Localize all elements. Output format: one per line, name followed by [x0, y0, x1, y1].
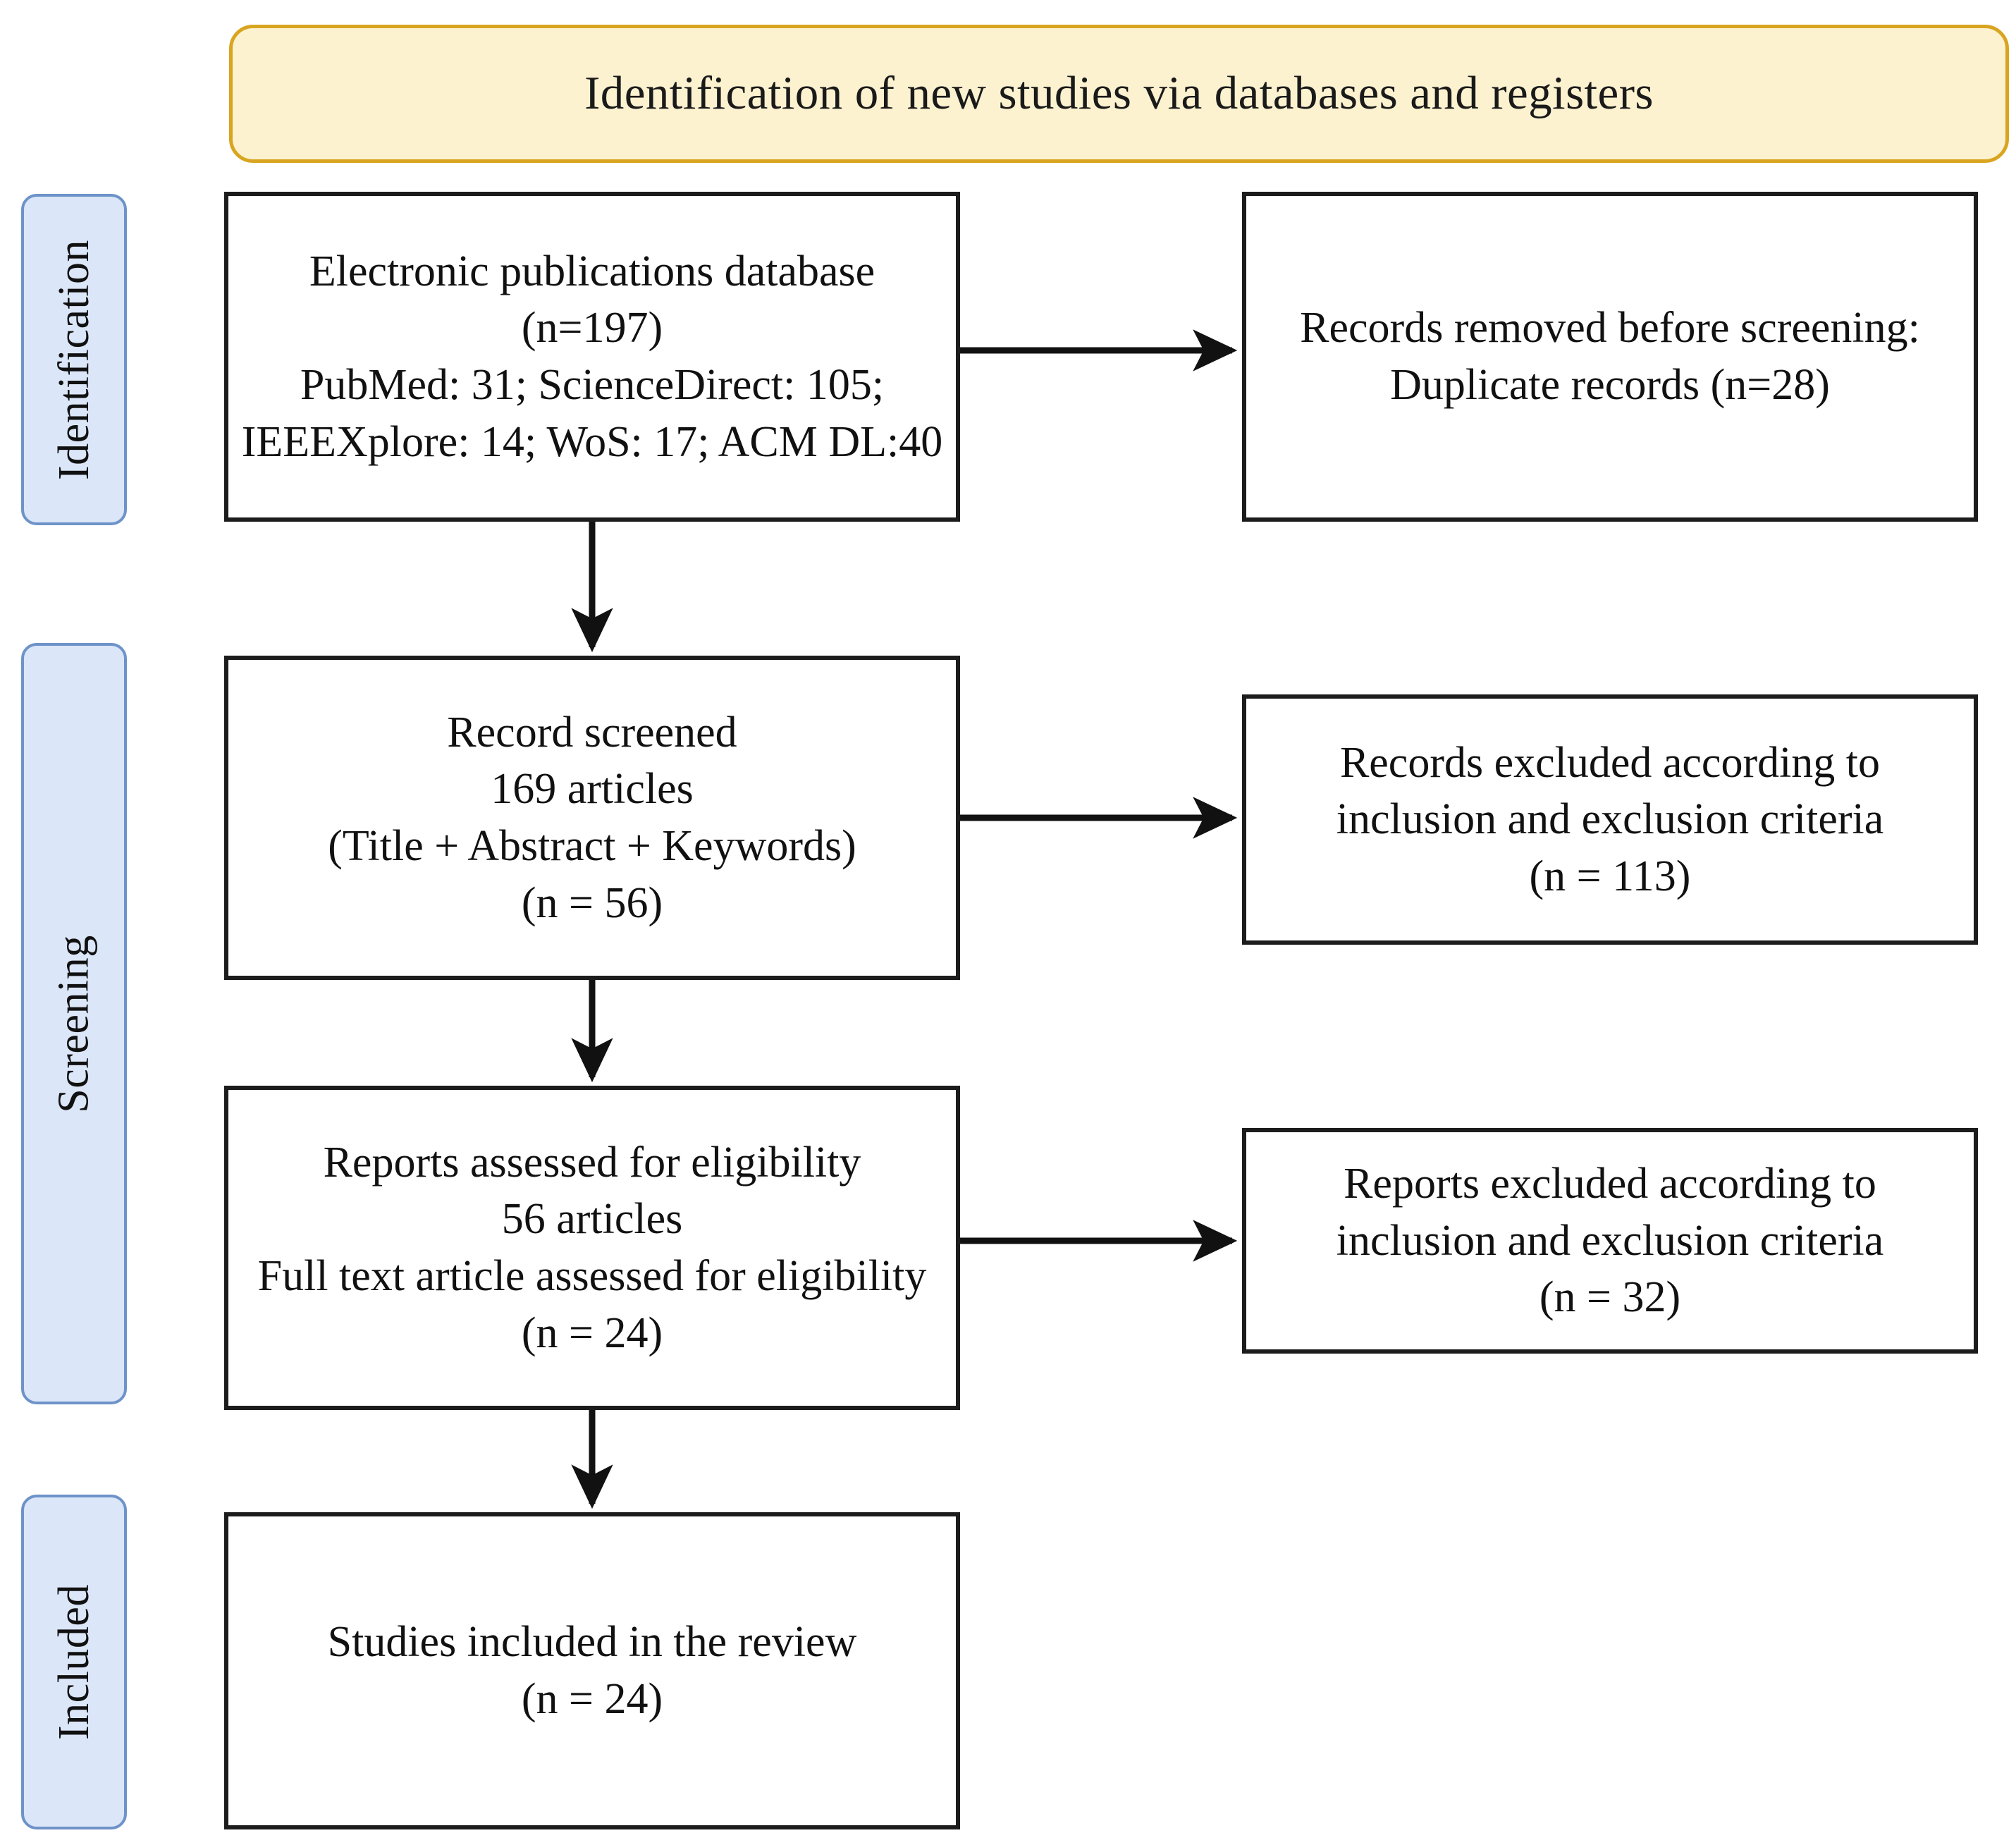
- box-records-excluded-text: Records excluded according to inclusion …: [1336, 738, 1884, 900]
- box-studies-included: Studies included in the review (n = 24): [224, 1512, 960, 1829]
- box-records-screened: Record screened 169 articles (Title + Ab…: [224, 656, 960, 980]
- banner-title: Identification of new studies via databa…: [584, 67, 1654, 120]
- stage-label-identification: Identification: [21, 194, 127, 525]
- stage-label-screening-text: Screening: [49, 934, 98, 1113]
- box-identification-records-text: Electronic publications database (n=197)…: [241, 247, 943, 466]
- diagram-header-banner: Identification of new studies via databa…: [229, 25, 2009, 163]
- stage-label-identification-text: Identification: [49, 239, 98, 480]
- stage-label-included: Included: [21, 1495, 127, 1829]
- box-reports-excluded: Reports excluded according to inclusion …: [1242, 1128, 1978, 1354]
- box-reports-excluded-text: Reports excluded according to inclusion …: [1336, 1160, 1884, 1322]
- box-records-removed: Records removed before screening: Duplic…: [1242, 192, 1978, 522]
- box-studies-included-text: Studies included in the review (n = 24): [327, 1618, 857, 1723]
- stage-label-included-text: Included: [49, 1584, 98, 1740]
- box-records-removed-text: Records removed before screening: Duplic…: [1300, 304, 1920, 409]
- box-reports-assessed: Reports assessed for eligibility 56 arti…: [224, 1086, 960, 1410]
- box-identification-records: Electronic publications database (n=197)…: [224, 192, 960, 522]
- stage-label-screening: Screening: [21, 643, 127, 1404]
- box-records-screened-text: Record screened 169 articles (Title + Ab…: [328, 708, 856, 927]
- box-reports-assessed-text: Reports assessed for eligibility 56 arti…: [257, 1138, 927, 1357]
- box-records-excluded: Records excluded according to inclusion …: [1242, 694, 1978, 945]
